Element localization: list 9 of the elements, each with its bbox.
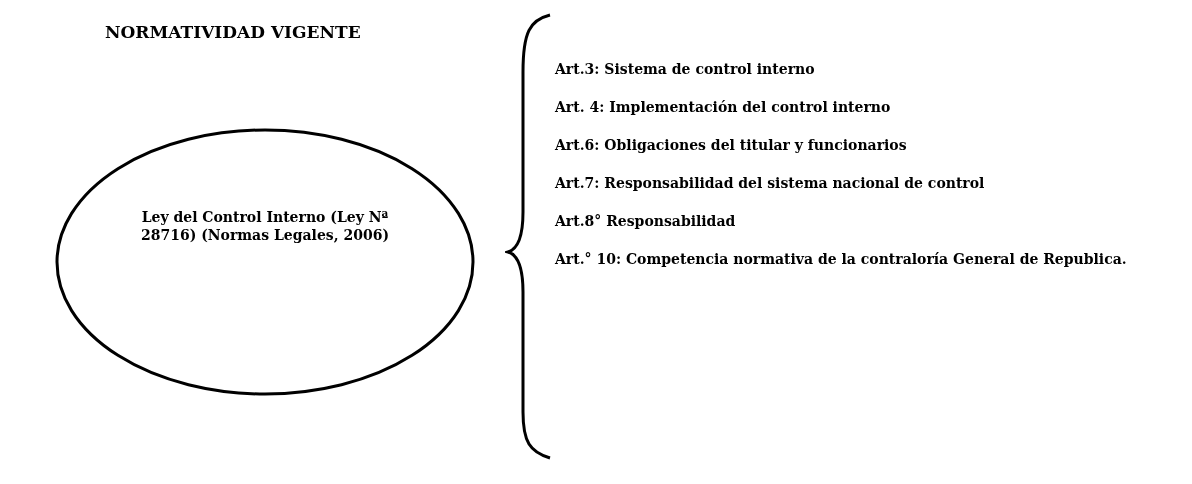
- law-ellipse: [55, 128, 475, 396]
- article-text: Art.7: Responsabilidad del sistema nacional de control: [555, 174, 986, 193]
- law-title: Ley del Control Interno (Ley Nª 28716) (Normas Legales, 2006): [139, 208, 390, 244]
- article-text: Art.3: Sistema de control interno: [555, 60, 816, 79]
- article-text: Art.° 10: Competencia normativa de la contraloría General de Republica.: [555, 250, 1128, 269]
- title: NORMATIVIDAD VIGENTE: [105, 22, 361, 42]
- article-text: Art.6: Obligaciones del titular y funcionarios: [555, 136, 908, 155]
- article-text: Art.8° Responsabilidad: [555, 212, 737, 231]
- article-text: Art. 4: Implementación del control interno: [555, 98, 892, 117]
